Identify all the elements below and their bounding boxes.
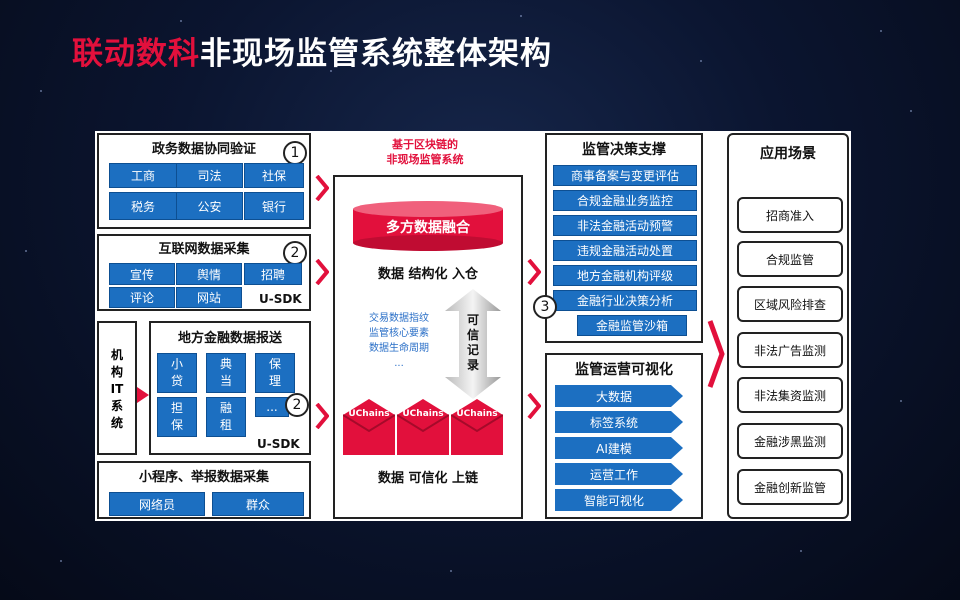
mini-cell: 网络员 xyxy=(109,492,205,516)
local-finance-box: 地方金融数据报送 小 贷 典 当 保 理 担 保 融 租 ... 2 U-SDK xyxy=(149,321,311,455)
institution-it-label: 机 构 IT 系 统 xyxy=(110,348,124,430)
badge-2: 2 xyxy=(285,393,309,417)
uchains-block: UChains xyxy=(342,399,396,455)
data-fusion-cylinder: 多方数据融合 xyxy=(353,201,503,251)
internet-cell: 舆情 xyxy=(176,263,242,285)
decision-item: 非法金融活动预警 xyxy=(553,215,697,236)
title-brand: 联动数科 xyxy=(72,36,200,72)
data-notes: 交易数据指纹 监管核心要素 数据生命周期 ... xyxy=(369,313,429,369)
ops-item: 大数据 xyxy=(555,385,683,407)
badge-3: 3 xyxy=(533,295,557,319)
ops-visualization-box: 监管运营可视化 大数据 标签系统 AI建模 运营工作 智能可视化 xyxy=(545,353,703,519)
decision-item: 违规金融活动处置 xyxy=(553,240,697,261)
chevron-right-icon xyxy=(315,402,330,430)
app-item: 非法集资监测 xyxy=(737,377,843,413)
ops-item: 标签系统 xyxy=(555,411,683,433)
uchains-block: UChains xyxy=(396,399,450,455)
gov-cell: 司法 xyxy=(176,163,243,188)
mini-program-title: 小程序、举报数据采集 xyxy=(138,470,269,485)
onchain-step: 数据 可信化 上链 xyxy=(377,471,479,486)
badge-1: 1 xyxy=(283,141,307,165)
chevron-right-icon xyxy=(315,174,330,202)
local-finance-title: 地方金融数据报送 xyxy=(177,331,282,346)
ops-item: 智能可视化 xyxy=(555,489,683,511)
chevron-right-icon xyxy=(315,258,330,286)
internet-data-box: 互联网数据采集 2 宣传 舆情 招聘 评论 网站 U-SDK xyxy=(97,234,311,311)
internet-cell: 宣传 xyxy=(109,263,175,285)
decision-support-title: 监管决策支撑 xyxy=(582,142,666,158)
local-cell: 融 租 xyxy=(206,397,246,437)
gov-cell: 银行 xyxy=(244,192,304,220)
cylinder-label: 多方数据融合 xyxy=(386,220,470,236)
app-item: 金融涉黑监测 xyxy=(737,423,843,459)
applications-box: 应用场景 招商准入 合规监管 区域风险排查 非法广告监测 非法集资监测 金融涉黑… xyxy=(727,133,849,519)
trusted-record-arrow: 可 信 记 录 xyxy=(445,289,501,399)
u-sdk-label: U-SDK xyxy=(259,292,302,306)
title-rest: 非现场监管系统整体架构 xyxy=(200,36,552,72)
local-cell: 保 理 xyxy=(255,353,295,393)
blockchain-system-box: 多方数据融合 数据 结构化 入仓 交易数据指纹 监管核心要素 数据生命周期 ..… xyxy=(333,175,523,519)
institution-it-box: 机 构 IT 系 统 xyxy=(97,321,137,455)
app-item: 招商准入 xyxy=(737,197,843,233)
local-cell: 典 当 xyxy=(206,353,246,393)
app-item: 区域风险排查 xyxy=(737,286,843,322)
applications-title: 应用场景 xyxy=(760,146,816,162)
local-cell: ... xyxy=(255,397,289,417)
ops-item: AI建模 xyxy=(555,437,683,459)
decision-item: 合规金融业务监控 xyxy=(553,190,697,211)
decision-item: 金融监管沙箱 xyxy=(577,315,687,336)
internet-cell: 评论 xyxy=(109,287,175,308)
red-pointer-icon xyxy=(137,387,149,403)
app-item: 合规监管 xyxy=(737,241,843,277)
chevron-right-icon xyxy=(527,392,542,420)
gov-cell: 公安 xyxy=(176,192,243,220)
decision-item: 地方金融机构评级 xyxy=(553,265,697,286)
structure-step: 数据 结构化 入仓 xyxy=(377,267,479,282)
trusted-record-label: 可 信 记 录 xyxy=(466,313,479,372)
center-caption: 基于区块链的 非现场监管系统 xyxy=(386,138,464,166)
decision-support-box: 监管决策支撑 商事备案与变更评估 合规金融业务监控 非法金融活动预警 违规金融活… xyxy=(533,133,703,343)
ops-item: 运营工作 xyxy=(555,463,683,485)
gov-data-box: 政务数据协同验证 1 工商 司法 社保 税务 公安 银行 xyxy=(97,133,311,229)
architecture-panel: 政务数据协同验证 1 工商 司法 社保 税务 公安 银行 互联网数据采集 2 宣… xyxy=(95,131,851,521)
gov-cell: 工商 xyxy=(109,163,177,188)
mini-program-box: 小程序、举报数据采集 网络员 群众 xyxy=(97,461,311,519)
mini-cell: 群众 xyxy=(212,492,304,516)
internet-cell: 招聘 xyxy=(244,263,302,285)
uchains-block: UChains xyxy=(450,399,504,455)
gov-data-title: 政务数据协同验证 xyxy=(151,142,256,157)
badge-2: 2 xyxy=(283,241,307,265)
page-title: 联动数科非现场监管系统整体架构 xyxy=(72,28,552,73)
gov-cell: 税务 xyxy=(109,192,177,220)
ops-visualization-title: 监管运营可视化 xyxy=(575,362,673,378)
gov-cell: 社保 xyxy=(244,163,304,188)
u-sdk-label: U-SDK xyxy=(257,437,300,451)
app-item: 非法广告监测 xyxy=(737,332,843,368)
local-cell: 小 贷 xyxy=(157,353,197,393)
app-item: 金融创新监管 xyxy=(737,469,843,505)
chevron-right-icon xyxy=(527,258,542,286)
internet-cell: 网站 xyxy=(176,287,242,308)
internet-data-title: 互联网数据采集 xyxy=(158,242,250,257)
decision-item: 商事备案与变更评估 xyxy=(553,165,697,186)
decision-item: 金融行业决策分析 xyxy=(553,290,697,311)
local-cell: 担 保 xyxy=(157,397,197,437)
chevron-right-icon xyxy=(707,319,725,389)
